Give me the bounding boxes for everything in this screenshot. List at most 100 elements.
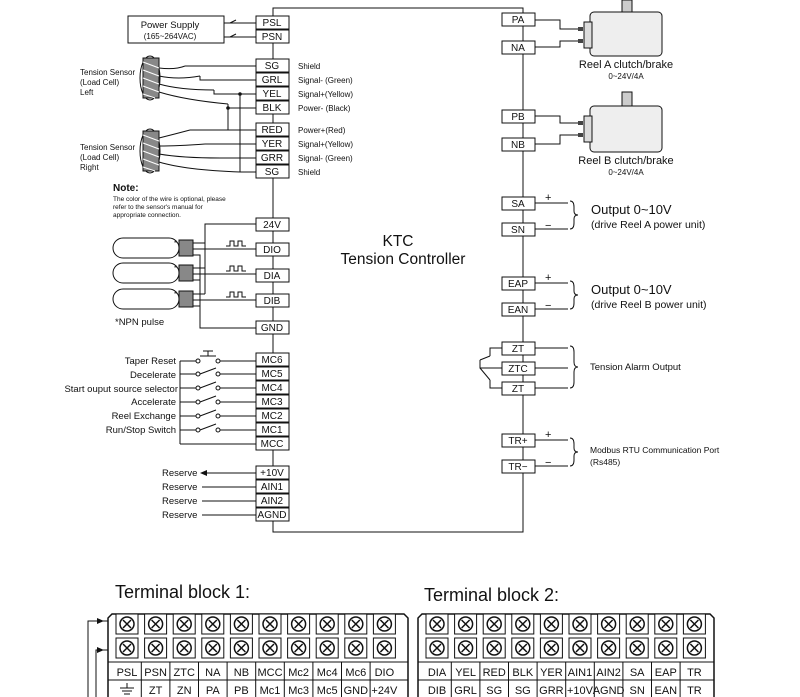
screw-icon [654, 613, 678, 635]
screw-icon [258, 637, 282, 659]
note-title: Note: [113, 183, 139, 194]
svg-text:MCC: MCC [261, 439, 284, 450]
terminal-block-1-screws [115, 613, 396, 659]
terminal-block-1-bottom-label: ZN [177, 685, 192, 697]
screw-icon [568, 613, 592, 635]
terminal-block-2-title: Terminal block 2: [424, 585, 559, 605]
switch-label-reel-exchange: Reel Exchange [112, 411, 176, 422]
npn-pulse-label: *NPN pulse [115, 317, 164, 328]
terminal-tr-minus: TR− [501, 459, 536, 474]
screw-icon [568, 637, 592, 659]
terminal-block-1-bottom-label: +24V [371, 685, 398, 697]
terminal-sn: SN [501, 222, 536, 237]
svg-text:BLK: BLK [263, 103, 282, 114]
terminal-block-2-top-label: YEL [455, 667, 476, 679]
minus-sign: − [545, 300, 551, 312]
terminal-block-2-top-label: AIN2 [596, 667, 620, 679]
svg-text:*: * [174, 239, 177, 248]
svg-text:TR+: TR+ [508, 436, 527, 447]
terminal-block-2-top-label: RED [483, 667, 506, 679]
terminal-block-2-bottom-label: SN [630, 685, 645, 697]
reserve-label: Reserve [162, 482, 197, 493]
terminal-ain2: AIN2 [255, 493, 290, 508]
terminal-block-1-bottom-label: Mc5 [317, 685, 338, 697]
svg-text:AGND: AGND [258, 510, 287, 521]
svg-text:NB: NB [511, 140, 525, 151]
sensor-wiring [185, 65, 256, 173]
sensor-right-line2: (Load Cell) [80, 153, 119, 162]
svg-text:SG: SG [265, 167, 280, 178]
svg-text:GRL: GRL [262, 75, 283, 86]
arrow-left-icon [200, 470, 207, 476]
svg-text:DIO: DIO [263, 245, 281, 256]
terminal-sa: SA [501, 196, 536, 211]
terminal-ain1: AIN1 [255, 479, 290, 494]
terminal-block-1-top-label: Mc4 [317, 667, 338, 679]
sensor-left-line2: (Load Cell) [80, 78, 119, 87]
clutch-b-rating: 0~24V/4A [608, 168, 644, 177]
note-line1: The color of the wire is optional, pleas… [113, 196, 226, 203]
terminal-blk: BLK [255, 100, 290, 115]
minus-sign: − [545, 220, 551, 232]
svg-text:YEL: YEL [263, 89, 282, 100]
svg-text:MC3: MC3 [261, 397, 283, 408]
terminal-block-2-top-label: TR [687, 667, 702, 679]
svg-text:SN: SN [511, 225, 525, 236]
terminal-block-2-bottom-label: SG [486, 685, 502, 697]
terminal-gnd: GND [255, 320, 290, 335]
power-supply-label: Power Supply [141, 20, 200, 31]
svg-text:GRR: GRR [261, 153, 283, 164]
npn-sensor-cables: * * * [112, 237, 194, 310]
terminal-block-2-screws [425, 613, 706, 659]
terminal-10v: +10V [255, 465, 290, 480]
screw-icon [315, 637, 339, 659]
terminal-block-2-top-label: DIA [428, 667, 447, 679]
clutch-b-label: Reel B clutch/brake [578, 155, 673, 167]
modbus-line2: (Rs485) [590, 457, 620, 467]
svg-text:GND: GND [261, 323, 283, 334]
npn-wiring [193, 223, 256, 329]
screw-icon [454, 637, 478, 659]
svg-text:SA: SA [511, 199, 525, 210]
screw-icon [344, 613, 368, 635]
terminal-block-1-top-label: NA [205, 667, 221, 679]
terminal-sg-2: SG [255, 164, 290, 179]
terminal-block-1-bottom-label: ZT [149, 685, 163, 697]
terminal-ztc: ZTC [501, 361, 536, 376]
terminal-yel: YEL [255, 86, 290, 101]
wire-label-power-pos: Power+(Red) [298, 126, 346, 135]
switch-inputs: Taper Reset Decelerate Start ouput sourc… [64, 356, 178, 436]
clutch-a-rating: 0~24V/4A [608, 72, 644, 81]
brace-icon [569, 200, 579, 230]
terminal-grr: GRR [255, 150, 290, 165]
screw-icon [115, 637, 139, 659]
terminal-red: RED [255, 122, 290, 137]
terminal-block-2-bottom-label: GRR [539, 685, 564, 697]
terminal-block-2-bottom-label: SG [515, 685, 531, 697]
terminal-grl: GRL [255, 72, 290, 87]
terminal-psl: PSL [255, 15, 290, 30]
screw-icon [229, 637, 253, 659]
sensor-right-line1: Tension Sensor [80, 143, 135, 152]
screw-icon [287, 637, 311, 659]
screw-icon [115, 613, 139, 635]
terminal-block-1-bottom-label: Mc1 [260, 685, 281, 697]
terminal-dio: DIO [255, 242, 290, 257]
terminal-24v: 24V [255, 217, 290, 232]
ground-icon [120, 683, 134, 695]
switch-label-run-stop: Run/Stop Switch [106, 425, 176, 436]
note-line2: refer to the sensor's manual for [113, 204, 204, 211]
screw-icon [511, 637, 535, 659]
screw-icon [482, 637, 506, 659]
terminal-yer: YER [255, 136, 290, 151]
switch-wiring [179, 350, 256, 445]
svg-text:MC6: MC6 [261, 355, 283, 366]
alarm-label: Tension Alarm Output [590, 362, 681, 373]
sensor-right-line3: Right [80, 163, 99, 172]
controller-box [272, 7, 524, 533]
screw-icon [625, 637, 649, 659]
alarm-relay-wiring [479, 347, 568, 389]
screw-icon [287, 613, 311, 635]
note-line3: appropriate connection. [113, 212, 181, 219]
svg-text:ZT: ZT [512, 344, 524, 355]
